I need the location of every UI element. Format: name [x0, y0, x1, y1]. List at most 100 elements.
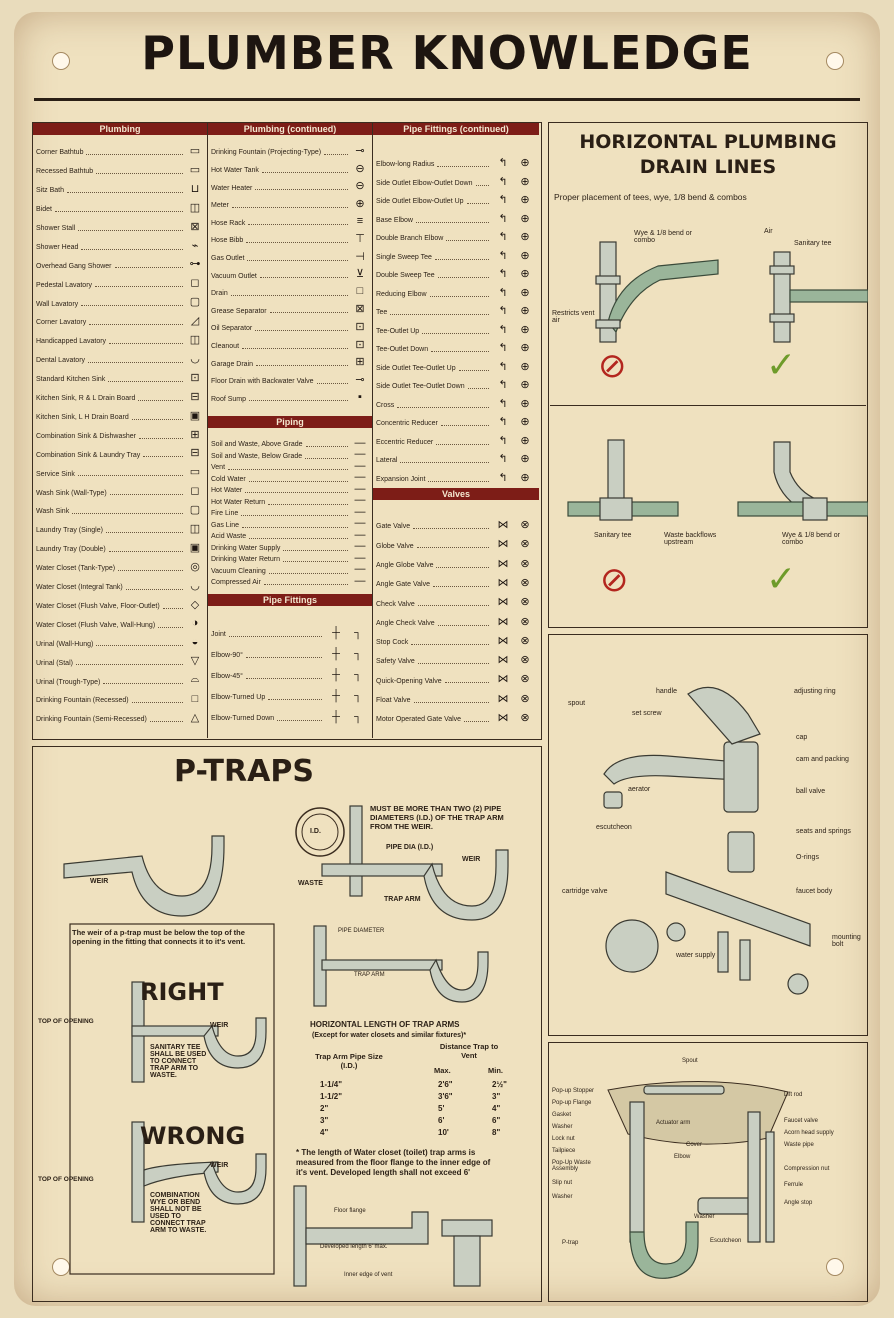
legend-row: Corner Bathtub▭ [36, 140, 204, 157]
legend-row-label: Gas Line [211, 521, 240, 529]
legend-row: Gate Valve⋈⊗ [376, 514, 536, 531]
legend-row-label: Hot Water Return [211, 498, 266, 506]
legend-row: Laundry Tray (Double)▣ [36, 537, 204, 554]
label-weir-3: WEIR [210, 1022, 229, 1029]
legend-symbol-icon: ┐ [354, 668, 362, 681]
trap-table-cell-max: 2'6" [438, 1080, 453, 1089]
sink-box [548, 1042, 868, 1302]
trap-table-cell-max: 5' [438, 1104, 445, 1113]
legend-row: Tee-Outlet Down↰⊕ [376, 337, 536, 354]
faucet-label-cam-packing: cam and packing [796, 756, 849, 763]
legend-row-label: Gate Valve [376, 523, 411, 531]
legend-symbol-icon: ◇ [190, 598, 200, 611]
legend-row-label: Concentric Reducer [376, 420, 438, 428]
legend-row-label: Expansion Joint [376, 475, 426, 483]
legend-row-label: Water Closet (Flush Valve, Floor-Outlet) [36, 602, 160, 610]
legend-row: Oil Separator⊡ [211, 316, 369, 333]
prohibited-icon: ⊘ [598, 347, 627, 385]
legend-symbol-icon: ┼ [332, 689, 340, 702]
legend-row-label: Double Branch Elbow [376, 235, 444, 243]
legend-symbol-icon: ▢ [189, 504, 201, 517]
legend-row-label: Vacuum Outlet [211, 272, 257, 280]
piping-header: Piping [208, 416, 372, 428]
valves-header: Valves [373, 488, 539, 500]
legend-row: Globe Valve⋈⊗ [376, 533, 536, 550]
legend-symbol-icon: ⊔ [190, 182, 200, 195]
legend-row: Side Outlet Elbow-Outlet Down↰⊕ [376, 171, 536, 188]
trap-table-cell-max: 3'6" [438, 1092, 453, 1101]
legend-symbol-icon: ⊗ [520, 538, 530, 551]
legend-symbol-icon: — [354, 563, 366, 575]
legend-row-label: Combination Sink & Laundry Tray [36, 451, 141, 459]
legend-row: Wash Sink▢ [36, 499, 204, 516]
legend-row-label: Compressed Air [211, 579, 261, 587]
legend-row: Combination Sink & Dishwasher⊞ [36, 424, 204, 441]
sink-label-elbow: Elbow [674, 1154, 691, 1160]
legend-row-label: Double Sweep Tee [376, 272, 435, 280]
legend-symbol-icon: ⊖ [355, 180, 365, 193]
prohibited-icon: ⊘ [600, 561, 629, 599]
legend-symbol-icon: ↰ [498, 360, 508, 373]
sink-label-compression: Compression nut [784, 1166, 830, 1172]
legend-row: Soil and Waste, Below Grade— [211, 444, 369, 461]
legend-row: Dental Lavatory◡ [36, 348, 204, 365]
legend-row: Floor Drain with Backwater Valve⊸ [211, 369, 369, 386]
legend-row: Roof Sump▪ [211, 386, 369, 403]
legend-symbol-icon: ↰ [498, 434, 508, 447]
legend-symbol-icon: ⊕ [520, 286, 530, 299]
trap-table-cell-size: 1-1/4" [320, 1080, 343, 1089]
legend-symbol-icon: ◑ [191, 617, 199, 629]
trap-table-title: HORIZONTAL LENGTH OF TRAP ARMS [310, 1020, 460, 1029]
legend-row-label: Safety Valve [376, 658, 415, 666]
drain-lines-title: HORIZONTAL PLUMBING DRAIN LINES [579, 131, 837, 178]
legend-row: Urinal (Trough-Type)⌓ [36, 669, 204, 686]
legend-symbol-icon: ┐ [354, 647, 362, 660]
trap-table-cell-size: 2" [320, 1104, 329, 1113]
drain-lines-box [548, 122, 868, 628]
legend-row-label: Urinal (Trough-Type) [36, 678, 101, 686]
legend-row-label: Oil Separator [211, 325, 253, 333]
trap-table-cell-size: 1-1/2" [320, 1092, 343, 1101]
legend-symbol-icon: ┐ [354, 626, 362, 639]
label-trap-arm: TRAP ARM [384, 896, 421, 903]
legend-symbol-icon: ↰ [498, 194, 508, 206]
legend-symbol-icon: ⋈ [497, 712, 509, 724]
legend-symbol-icon: ◡ [190, 579, 200, 592]
trap-table-cell-min: 4" [492, 1104, 501, 1113]
legend-row: Drinking Water Supply— [211, 536, 369, 553]
legend-symbol-icon: ⊕ [520, 379, 530, 391]
legend-row-label: Water Closet (Tank-Type) [36, 565, 116, 573]
legend-row: Drinking Water Return— [211, 547, 369, 564]
legend-symbol-icon: ⋈ [497, 519, 509, 531]
legend-symbol-icon: ⊞ [355, 356, 365, 369]
legend-symbol-icon: □ [356, 285, 364, 298]
legend-row: Angle Globe Valve⋈⊗ [376, 553, 536, 570]
legend-symbol-icon: ◿ [190, 315, 200, 328]
trap-table-max: Max. [434, 1066, 451, 1075]
sink-label-popup-flange: Pop-up Flange [552, 1100, 592, 1106]
legend-row-label: Corner Lavatory [36, 319, 87, 327]
legend-symbol-icon: ⊗ [520, 615, 530, 628]
legend-row-label: Vacuum Cleaning [211, 567, 266, 575]
legend-symbol-icon: ⊠ [190, 220, 200, 233]
legend-symbol-icon: ⊕ [520, 305, 530, 317]
legend-row-label: Dental Lavatory [36, 357, 86, 365]
legend-symbol-icon: ┼ [332, 626, 340, 639]
legend-row-label: Tee [376, 309, 388, 317]
right-note: SANITARY TEE SHALL BE USED TO CONNECT TR… [150, 1044, 207, 1079]
sink-label-lock-nut: Lock nut [552, 1136, 575, 1142]
legend-row-label: Elbow-long Radius [376, 161, 435, 169]
legend-row: Hot Water Tank⊖ [211, 158, 369, 175]
legend-symbol-icon: ⊕ [520, 175, 530, 188]
legend-symbol-icon: ↰ [498, 268, 508, 280]
legend-row-label: Hot Water Tank [211, 166, 259, 174]
legend-row-label: Side Outlet Elbow-Outlet Up [376, 198, 464, 206]
legend-row-label: Wash Sink (Wall-Type) [36, 489, 107, 497]
label-wye-combo: Wye & 1/8 bend or combo [634, 230, 692, 244]
faucet-label-aerator: aerator [628, 786, 651, 793]
legend-row: Vent— [211, 455, 369, 472]
legend-row-label: Garage Drain [211, 360, 254, 368]
legend-row-label: Angle Globe Valve [376, 561, 434, 569]
legend-symbol-icon: ⊻ [355, 268, 365, 281]
legend-symbol-icon: ⊕ [520, 416, 530, 428]
